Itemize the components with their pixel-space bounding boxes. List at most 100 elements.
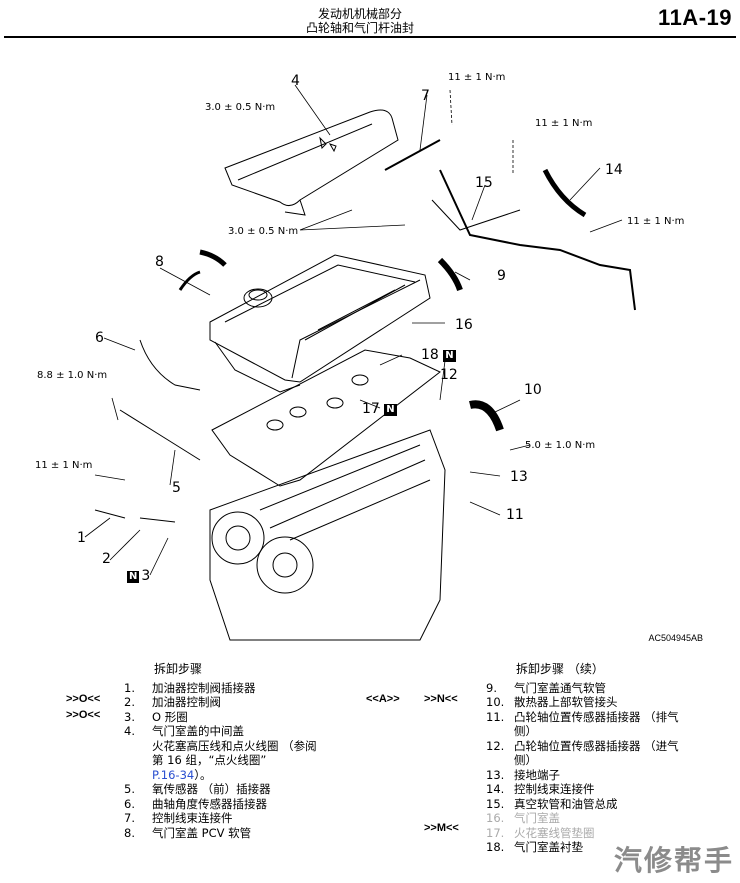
- step-text: 加油器控制阀插接器: [152, 680, 256, 695]
- step-text: O 形圈: [152, 709, 188, 724]
- step-number: 3.: [124, 709, 135, 724]
- step-text: 真空软管和油管总成: [514, 796, 618, 811]
- callout-12: 12: [440, 367, 458, 383]
- step-number: 18.: [486, 840, 505, 854]
- step-number: 14.: [486, 782, 505, 796]
- step-number: 4.: [124, 724, 135, 738]
- step-number: 13.: [486, 767, 505, 782]
- step-text: 气门室盖: [514, 811, 560, 825]
- torque-label: 8.8 ± 1.0 N·m: [37, 370, 108, 381]
- step-number: 15.: [486, 796, 505, 811]
- callout-1: 1: [77, 530, 86, 546]
- step-number: 5.: [124, 782, 135, 796]
- torque-label: 11 ± 1 N·m: [535, 118, 593, 129]
- step-number: 12.: [486, 738, 505, 753]
- step-text: 控制线束连接件: [152, 811, 233, 825]
- step-number: 10.: [486, 695, 505, 709]
- list-item: 15. 真空软管和油管总成: [486, 797, 726, 812]
- torque-label: 11 ± 1 N·m: [627, 216, 685, 227]
- procedure-tag: >>N<<: [424, 693, 458, 705]
- torque-label: 3.0 ± 0.5 N·m: [228, 226, 299, 237]
- callout-14: 14: [605, 162, 623, 178]
- step-text: 控制线束连接件: [514, 782, 595, 796]
- list-item: 9. 气门室盖通气软管: [486, 681, 726, 696]
- callout-8: 8: [155, 254, 164, 270]
- list-item: 8. 气门室盖 PCV 软管: [124, 826, 364, 841]
- callout-18: 18 N: [421, 347, 456, 363]
- list-item: 5.氧传感器 （前）插接器: [124, 782, 364, 797]
- step-number: 2.: [124, 695, 135, 709]
- list-item: 18. 气门室盖衬垫: [486, 840, 726, 855]
- torque-label: 3.0 ± 0.5 N·m: [205, 102, 276, 113]
- callout-13: 13: [510, 469, 528, 485]
- callout-9: 9: [497, 268, 506, 284]
- step-text: P.16-34）。: [152, 768, 364, 783]
- step-text: 加油器控制阀: [152, 695, 221, 709]
- list-item: 11. 凸轮轴位置传感器插接器 （排气: [486, 710, 726, 725]
- step-number: 16.: [486, 811, 505, 825]
- step-number: 1.: [124, 680, 135, 695]
- link-suffix: ）。: [194, 767, 212, 782]
- step-number: 9.: [486, 680, 497, 695]
- callout-11: 11: [506, 507, 524, 523]
- list-item: 6. 曲轴角度传感器插接器: [124, 797, 364, 812]
- step-number: [486, 724, 514, 739]
- step-number: 7.: [124, 811, 135, 825]
- step-number: [486, 753, 514, 768]
- step-number: 11.: [486, 709, 505, 724]
- step-text: 曲轴角度传感器插接器: [152, 796, 267, 811]
- list-item: 4. 气门室盖的中间盖: [124, 724, 364, 739]
- step-number: [124, 739, 152, 754]
- callout-6: 6: [95, 330, 104, 346]
- callout-17: 17 N: [362, 401, 397, 417]
- procedure-tag: >>O<<: [66, 709, 101, 721]
- list-item: 2. 加油器控制阀: [124, 695, 364, 710]
- step-text: 气门室盖的中间盖: [152, 724, 244, 738]
- list-item: 10.散热器上部软管接头: [486, 695, 726, 710]
- callout-15: 15: [475, 175, 493, 191]
- cylinder-head-gasket: [211, 349, 441, 487]
- watermark: 汽修帮手: [613, 844, 734, 877]
- removal-steps-left: 拆卸步骤 1. 加油器控制阀插接器 2. 加油器控制阀 3. O 形圈 4. 气门室盖的中间盖…: [124, 662, 364, 840]
- callout-5: 5: [172, 480, 181, 496]
- new-part-mark: N: [443, 350, 456, 362]
- torque-label: 11 ± 1 N·m: [448, 72, 506, 83]
- callout-2: 2: [102, 551, 111, 567]
- list-item: 1. 加油器控制阀插接器: [124, 681, 364, 696]
- step-text: 火花塞高压线和点火线圈 （参阅: [152, 738, 317, 753]
- callout-16: 16: [455, 317, 473, 333]
- step-number: 6.: [124, 796, 135, 811]
- step-text: 第 16 组，“点火线圈”: [152, 753, 267, 767]
- step-text: 火花塞线管垫圈: [514, 825, 595, 840]
- procedure-tag: >>M<<: [424, 822, 459, 834]
- figure-reference-code: AC504945AB: [648, 633, 703, 643]
- page-number: 11A-19: [658, 5, 732, 30]
- step-text: 气门室盖通气软管: [514, 680, 606, 695]
- torque-label: 5.0 ± 1.0 N·m: [525, 440, 596, 451]
- step-number: 17.: [486, 825, 505, 840]
- callout-4: 4: [291, 73, 300, 89]
- step-text: 气门室盖 PCV 软管: [152, 825, 252, 840]
- step-text: 凸轮轴位置传感器插接器 （排气: [514, 709, 679, 724]
- step-number: [124, 753, 152, 768]
- list-item: 侧）: [486, 753, 726, 768]
- list-heading: 拆卸步骤: [154, 662, 203, 676]
- list-item: 17. 火花塞线管垫圈: [486, 826, 726, 841]
- step-text: 气门室盖衬垫: [514, 840, 583, 854]
- list-item: 火花塞高压线和点火线圈 （参阅: [124, 739, 364, 754]
- step-number: [124, 768, 152, 783]
- list-item: 14. 控制线束连接件: [486, 782, 726, 797]
- callout-7: 7: [421, 88, 430, 104]
- procedure-tag: <<A>>: [366, 693, 400, 705]
- list-item: 7. 控制线束连接件: [124, 811, 364, 826]
- list-item: 12.凸轮轴位置传感器插接器 （进气: [486, 739, 726, 754]
- step-text: 侧）: [514, 753, 537, 767]
- leader-lines: [84, 84, 623, 576]
- step-number: 8.: [124, 825, 135, 840]
- list-item: 13.接地端子: [486, 768, 726, 783]
- reference-link[interactable]: P.16-34: [152, 767, 195, 782]
- exploded-view-drawing: [84, 84, 636, 641]
- list-item: 第 16 组，“点火线圈”: [124, 753, 364, 768]
- hoses-and-harness: [94, 139, 636, 523]
